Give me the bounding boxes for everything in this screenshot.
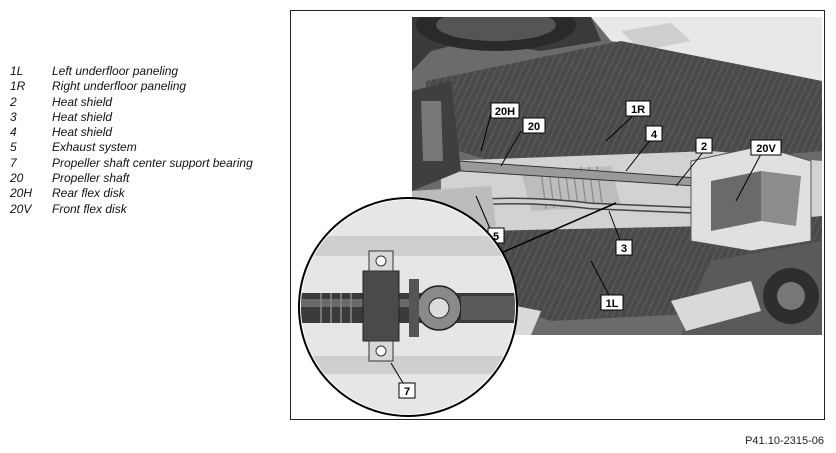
legend-label: Heat shield — [52, 125, 113, 140]
legend-key: 4 — [10, 125, 17, 140]
figure-code: P41.10-2315-06 — [745, 435, 824, 447]
legend-item: 20H Rear flex disk — [6, 186, 253, 201]
callout-1R: 1R — [625, 100, 651, 117]
legend-key: 1R — [10, 79, 26, 94]
legend-key: 2 — [10, 94, 17, 109]
figure-frame: 20H 1R 20 4 2 20V 5 3 — [290, 10, 825, 420]
legend-item: 3 Heat shield — [6, 110, 253, 125]
callout-4: 4 — [645, 125, 663, 142]
legend-item: 20V Front flex disk — [6, 202, 253, 217]
legend-label: Propeller shaft center support bearing — [52, 155, 253, 170]
legend-label: Exhaust system — [52, 140, 137, 155]
callout-7: 7 — [404, 386, 410, 398]
callout-20H: 20H — [490, 102, 520, 119]
callout-label: 2 — [701, 141, 707, 153]
legend-item: 2 Heat shield — [6, 95, 253, 110]
callout-2: 2 — [695, 137, 713, 154]
callout-20: 20 — [522, 117, 546, 134]
legend-key: 20H — [10, 186, 33, 201]
legend-label: Front flex disk — [52, 201, 127, 216]
legend-key: 20V — [10, 201, 32, 216]
legend-key: 1L — [10, 64, 24, 78]
callout-label: 20 — [528, 121, 540, 133]
callout-20V: 20V — [750, 139, 782, 156]
legend-label: Right underfloor paneling — [52, 79, 187, 94]
legend-key: 7 — [10, 155, 17, 170]
legend-key: 3 — [10, 109, 17, 124]
legend-item: 1L Left underfloor paneling — [6, 64, 253, 79]
legend-item: 1R Right underfloor paneling — [6, 79, 253, 94]
callout-label: 1L — [606, 298, 619, 310]
callout-label: 5 — [493, 231, 499, 243]
legend-label: Left underfloor paneling — [52, 64, 179, 78]
callout-1L: 1L — [600, 294, 624, 311]
callout-label: 20H — [495, 106, 515, 118]
legend-label: Heat shield — [52, 109, 113, 124]
callout-3: 3 — [615, 239, 633, 256]
detail-magnifier: 7 — [298, 197, 518, 417]
legend-label: Heat shield — [52, 94, 113, 109]
callout-label: 3 — [621, 243, 627, 255]
callout-label: 1R — [631, 104, 645, 116]
legend-key: 5 — [10, 140, 17, 155]
underbody-illustration: 20H 1R 20 4 2 20V 5 3 — [298, 17, 822, 417]
legend-key: 20 — [10, 171, 24, 186]
legend-item: 5 Exhaust system — [6, 140, 253, 155]
legend-item: 20 Propeller shaft — [6, 171, 253, 186]
legend-item: 7 Propeller shaft center support bearing — [6, 156, 253, 171]
callout-label: 4 — [651, 129, 658, 141]
legend-label: Rear flex disk — [52, 186, 125, 201]
legend-label: Propeller shaft — [52, 171, 130, 186]
legend-item: 4 Heat shield — [6, 125, 253, 140]
callout-label: 20V — [756, 143, 776, 155]
legend-list: 1L Left underfloor paneling 1R Right under… — [6, 64, 253, 217]
